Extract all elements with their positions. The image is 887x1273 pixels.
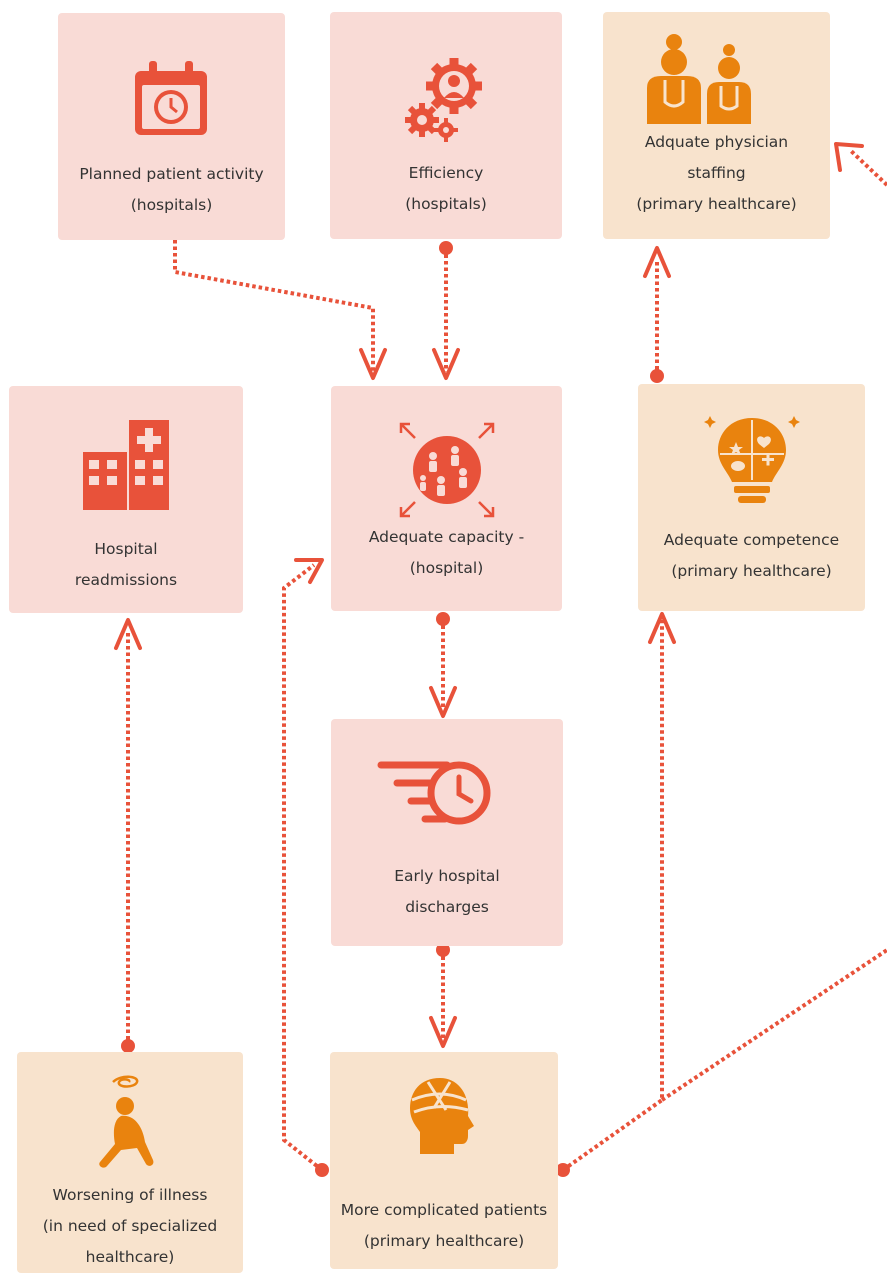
connector-dot	[315, 1163, 329, 1177]
node-label: More complicated patients	[340, 1201, 548, 1219]
node-label: (hospital)	[409, 559, 484, 577]
connector-offpage-to-staffing	[848, 148, 887, 187]
node-label: (hospitals)	[130, 196, 213, 214]
node-label: (primary healthcare)	[363, 1232, 525, 1250]
node-efficiency: Efficiency (hospitals)	[330, 12, 562, 239]
arrowhead-staffing-right	[834, 142, 864, 172]
node-worsening-of-illness: Worsening of illness (in need of special…	[17, 1052, 243, 1273]
node-label: (primary healthcare)	[636, 195, 797, 213]
node-label: (hospitals)	[405, 195, 487, 213]
node-label: discharges	[405, 898, 489, 916]
node-adequate-capacity: Adequate capacity - (hospital)	[331, 386, 562, 611]
connector-complicated-to-offpage	[660, 948, 887, 1102]
node-planned-patient-activity: Planned patient activity (hospitals)	[58, 13, 285, 240]
puzzle-lightbulb-icon	[704, 416, 800, 503]
arrowhead-complicated	[429, 1016, 457, 1048]
fast-clock-icon	[377, 761, 491, 825]
node-label: Hospital	[94, 540, 158, 558]
node-adequate-competence: Adequate competence (primary healthcare)	[638, 384, 865, 611]
sitting-dizzy-person-icon	[99, 1075, 154, 1168]
calendar-clock-icon	[135, 61, 207, 135]
node-label: Efficiency	[408, 164, 484, 182]
node-label: Early hospital	[394, 867, 500, 885]
node-label: Adquate physician	[644, 133, 789, 151]
connector-dot	[650, 369, 664, 383]
node-label: Adequate competence	[663, 531, 840, 549]
crowd-globe-icon	[399, 422, 495, 518]
node-label: staffing	[687, 164, 746, 182]
node-more-complicated-patients: More complicated patients (primary healt…	[330, 1052, 558, 1269]
arrowhead-planned-capacity	[359, 348, 387, 380]
node-label: healthcare)	[85, 1248, 175, 1266]
connector-dot	[439, 241, 453, 255]
arrowhead-discharges	[429, 686, 457, 718]
arrowhead-readmissions	[114, 618, 142, 650]
node-label: readmissions	[74, 571, 178, 589]
node-label: (in need of specialized	[42, 1217, 218, 1235]
node-label: Planned patient activity	[79, 165, 264, 183]
arrowhead-competence	[648, 612, 676, 644]
node-label: Worsening of illness	[52, 1186, 208, 1204]
arrowhead-capacity-left	[294, 558, 324, 584]
node-hospital-readmissions: Hospital readmissions	[9, 386, 243, 613]
arrowhead-efficiency-capacity	[432, 348, 460, 380]
connector-dot	[436, 943, 450, 957]
connector-dot	[121, 1039, 135, 1053]
arrowhead-staffing	[643, 246, 671, 278]
connector-complicated-to-competence	[561, 620, 664, 1172]
node-label: Adequate capacity -	[368, 528, 525, 546]
gears-person-icon	[405, 58, 482, 142]
doctors-icon	[647, 34, 751, 124]
connector-complicated-to-capacity	[282, 563, 324, 1172]
connector-dot	[556, 1163, 570, 1177]
connector-planned-to-capacity	[173, 240, 375, 372]
connector-dot	[436, 612, 450, 626]
node-physician-staffing: Adquate physician staffing (primary heal…	[603, 12, 830, 239]
hospital-building-icon	[83, 420, 169, 510]
node-label: (primary healthcare)	[671, 562, 832, 580]
bandaged-head-icon	[410, 1078, 474, 1154]
node-early-discharges: Early hospital discharges	[331, 719, 563, 946]
